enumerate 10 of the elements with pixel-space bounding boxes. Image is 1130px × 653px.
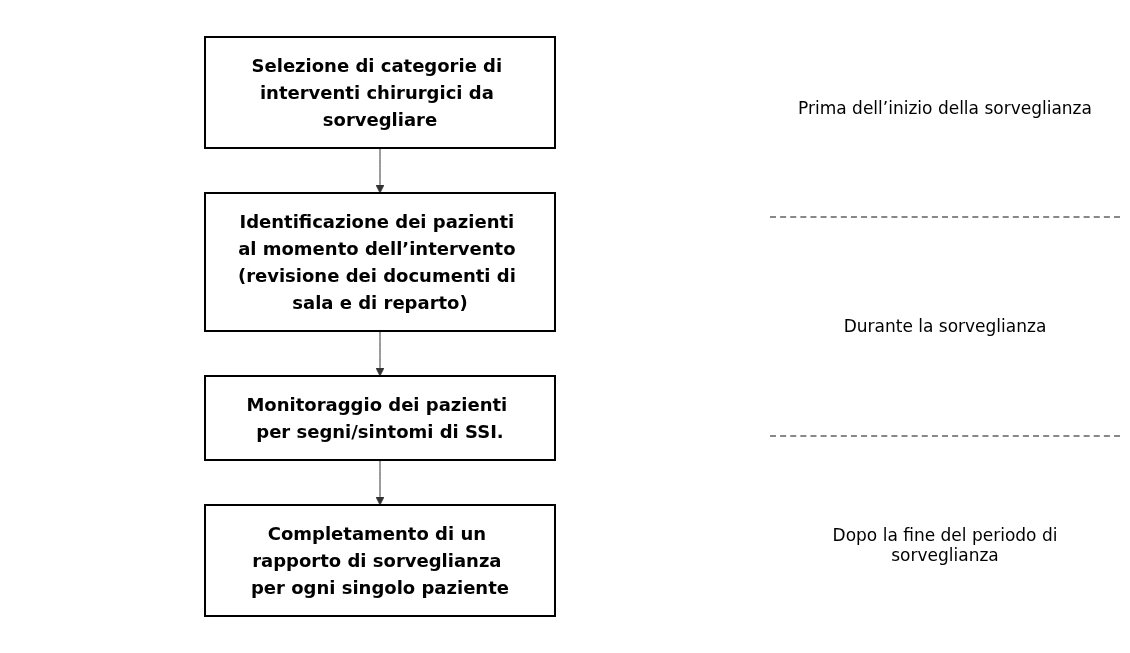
- node-box: Selezione di categorie di interventi chirurgici da sorvegliare: [204, 36, 556, 149]
- phase-note: Dopo la fine del periodo di sorveglianza: [831, 524, 1059, 565]
- arrow: [375, 459, 385, 506]
- phase-note: Prima dell’inizio della sorveglianza: [798, 98, 1092, 119]
- node-box: Identificazione dei pazienti al momento dell’intervento (revisione dei documenti di sala e di reparto): [204, 192, 556, 332]
- node-box: Monitoraggio dei pazienti per segni/sintomi di SSI.: [204, 375, 556, 461]
- node-box: Completamento di un rapporto di sorveglianza per ogni singolo paziente: [204, 504, 556, 617]
- arrow: [375, 330, 385, 377]
- arrow: [375, 147, 385, 194]
- phase-note: Durante la sorveglianza: [843, 316, 1047, 337]
